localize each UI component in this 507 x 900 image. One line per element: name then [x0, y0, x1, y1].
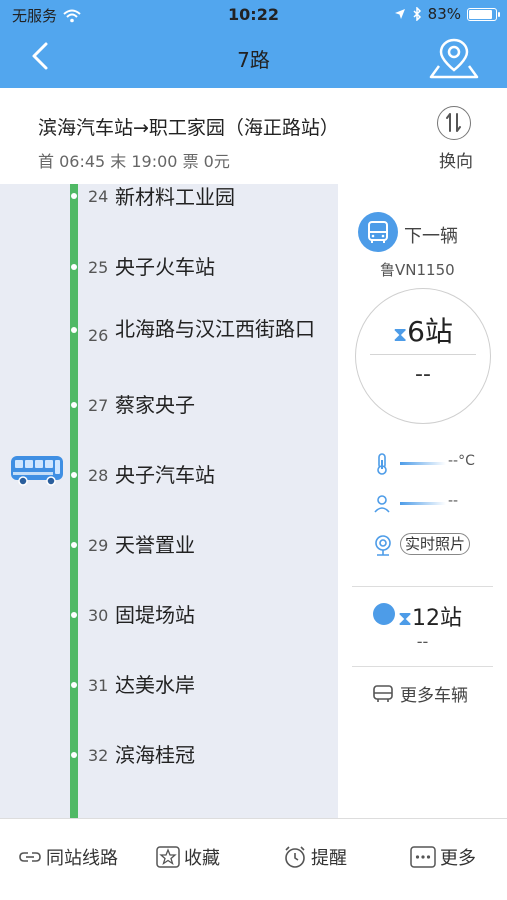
- station-name: 央子火车站: [115, 255, 215, 279]
- station-number: 31: [88, 676, 109, 695]
- back-arrow-icon: [32, 42, 48, 70]
- hourglass-icon: ⧗: [398, 606, 413, 630]
- temperature-bar: [400, 462, 446, 465]
- reminder-label: 提醒: [311, 848, 347, 869]
- station-number: 27: [88, 396, 109, 415]
- same-stop-lines-label: 同站线路: [46, 848, 118, 869]
- second-bus-eta: --: [416, 632, 429, 651]
- alarm-clock-icon: [285, 846, 305, 868]
- status-right: 83%: [394, 5, 500, 23]
- passenger-bar: [400, 502, 446, 505]
- panel-divider: [352, 586, 493, 587]
- carrier-label: 无服务: [12, 7, 58, 25]
- status-carrier: 无服务: [12, 5, 81, 26]
- reverse-label: 换向: [439, 152, 473, 172]
- station-name: 天誉置业: [115, 533, 195, 557]
- top-bar: [0, 0, 507, 88]
- bus-position-icon[interactable]: [10, 454, 64, 486]
- camera-icon: [375, 535, 391, 556]
- station-name: 滨海桂冠: [115, 743, 195, 767]
- station-number: 29: [88, 536, 109, 555]
- more-label: 更多: [440, 848, 476, 869]
- station-number: 30: [88, 606, 109, 625]
- more-dots-icon: [410, 846, 436, 868]
- station-name: 达美水岸: [115, 673, 195, 697]
- station-dot: [71, 327, 77, 333]
- realtime-photo-button[interactable]: 实时照片: [372, 532, 504, 558]
- more-buses-label: 更多车辆: [400, 686, 468, 706]
- link-icon: [19, 852, 41, 862]
- stops-away: ⧗6站: [355, 310, 491, 350]
- station-number: 24: [88, 187, 109, 206]
- back-button[interactable]: [22, 36, 62, 76]
- eta-value: --: [415, 362, 431, 387]
- station-dot: [71, 402, 77, 408]
- status-time: 10:22: [228, 5, 279, 24]
- second-bus-stops: ⧗12站: [398, 600, 462, 632]
- reverse-arrows-icon: [437, 106, 471, 140]
- station-name: 固堤场站: [115, 603, 195, 627]
- license-plate: 鲁VN1150: [380, 261, 455, 279]
- battery-icon: [467, 7, 500, 21]
- station-dot: [71, 542, 77, 548]
- eta-divider: [370, 354, 476, 355]
- route-line: [70, 184, 78, 818]
- temperature-row: --°C: [372, 452, 502, 476]
- more-buses-button[interactable]: 更多车辆: [372, 681, 468, 706]
- station-name: 新材料工业园: [115, 185, 235, 209]
- page-title: 7路: [237, 48, 270, 72]
- bluetooth-icon: [413, 7, 421, 21]
- bottom-toolbar: [0, 818, 507, 900]
- favorite-button[interactable]: 收藏: [156, 844, 220, 870]
- wifi-icon: [63, 9, 81, 22]
- same-stop-lines-button[interactable]: 同站线路: [18, 844, 118, 870]
- route-schedule: 首 06:45 末 19:00 票 0元: [38, 152, 230, 171]
- reminder-button[interactable]: 提醒: [283, 844, 347, 870]
- station-list[interactable]: 24 新材料工业园 25 央子火车站 26 北海路与汉江西街路口 27 蔡家央子…: [0, 184, 338, 818]
- realtime-photo-label: 实时照片: [400, 533, 471, 555]
- station-dot: [71, 264, 77, 270]
- thermometer-icon: [377, 453, 387, 475]
- next-bus-label: 下一辆: [404, 226, 458, 247]
- station-name: 蔡家央子: [115, 393, 195, 417]
- star-icon: [156, 846, 180, 868]
- station-dot: [71, 612, 77, 618]
- map-pin-icon: [429, 38, 479, 79]
- station-dot: [71, 193, 77, 199]
- temperature-value: --°C: [448, 453, 475, 469]
- station-number: 26: [88, 326, 109, 345]
- second-bus-stops-value: 12站: [412, 606, 463, 631]
- next-bus-icon: [358, 212, 398, 252]
- panel-divider: [352, 666, 493, 667]
- eta-circle: [355, 288, 491, 424]
- passenger-value: --: [448, 493, 459, 509]
- station-name: 央子汽车站: [115, 463, 215, 487]
- person-icon: [374, 495, 390, 513]
- station-number: 28: [88, 466, 109, 485]
- station-dot: [71, 682, 77, 688]
- battery-percent: 83%: [427, 5, 461, 23]
- passenger-row: --: [372, 492, 502, 516]
- hourglass-icon: ⧗: [393, 322, 408, 346]
- second-bus-dot: [373, 603, 395, 625]
- station-number: 25: [88, 258, 109, 277]
- station-dot: [71, 752, 77, 758]
- map-location-button[interactable]: [429, 36, 479, 80]
- station-dot: [71, 472, 77, 478]
- station-name: 北海路与汉江西街路口: [115, 317, 315, 341]
- route-header: [0, 88, 507, 184]
- bus-outline-icon: [373, 684, 393, 702]
- route-direction: 滨海汽车站→职工家园（海正路站）: [38, 117, 339, 139]
- more-button[interactable]: 更多: [410, 844, 476, 870]
- location-arrow-icon: [394, 9, 405, 19]
- station-number: 32: [88, 746, 109, 765]
- favorite-label: 收藏: [184, 848, 220, 869]
- stops-away-value: 6站: [407, 315, 453, 348]
